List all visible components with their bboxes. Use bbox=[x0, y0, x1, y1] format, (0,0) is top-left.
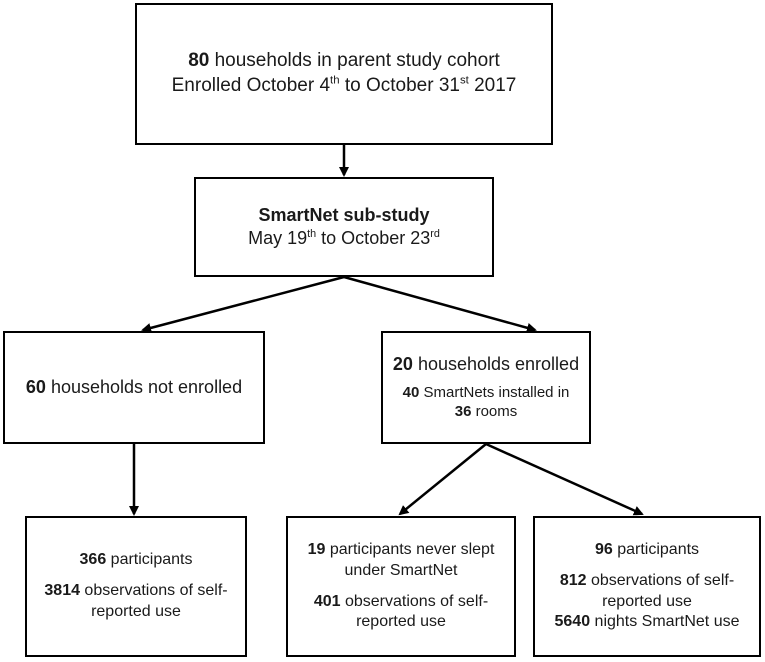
arrow-substudy-to-not-enrolled bbox=[141, 275, 345, 333]
enrolled-nets: 40 SmartNets installed in bbox=[402, 383, 570, 401]
arrow-enrolled-to-mid-result bbox=[398, 443, 487, 516]
mid-participants-cont: under SmartNet bbox=[344, 561, 458, 579]
mid-observations: 401 observations of self- bbox=[313, 592, 489, 610]
left-participants: 366 participants bbox=[79, 551, 193, 569]
right-result-box: 96 participants 812 observations of self… bbox=[533, 516, 761, 657]
mid-observations-cont: reported use bbox=[356, 613, 446, 631]
parent-enrollment-dates: Enrolled October 4th to October 31st 201… bbox=[171, 74, 517, 96]
mid-participants: 19 participants never slept bbox=[307, 540, 495, 558]
parent-cohort-line1: 80 households in parent study cohort bbox=[188, 49, 500, 74]
enrolled-households: 20 households enrolled bbox=[392, 354, 580, 375]
right-nights: 5640 nights SmartNet use bbox=[554, 613, 740, 631]
enrolled-box: 20 households enrolled 40 SmartNets inst… bbox=[381, 331, 591, 444]
right-observations: 812 observations of self- bbox=[559, 571, 735, 589]
not-enrolled-text: 60 households not enrolled bbox=[25, 376, 243, 397]
substudy-title: SmartNet sub-study bbox=[258, 204, 430, 225]
substudy-box: SmartNet sub-study May 19th to October 2… bbox=[194, 177, 494, 277]
substudy-dates: May 19th to October 23rd bbox=[248, 228, 440, 248]
arrow-enrolled-to-right-result bbox=[485, 442, 644, 516]
enrolled-rooms: 36 rooms bbox=[454, 403, 518, 421]
parent-cohort-text: households in parent study cohort bbox=[214, 50, 500, 72]
left-observations: 3814 observations of self- bbox=[44, 582, 228, 600]
arrow-substudy-to-enrolled bbox=[343, 275, 537, 333]
right-observations-cont: reported use bbox=[602, 592, 692, 610]
left-observations-cont: reported use bbox=[91, 602, 181, 620]
right-participants: 96 participants bbox=[594, 540, 700, 558]
mid-result-box: 19 participants never slept under SmartN… bbox=[286, 516, 516, 657]
left-result-box: 366 participants 3814 observations of se… bbox=[25, 516, 247, 657]
parent-household-count: 80 bbox=[188, 50, 210, 72]
parent-cohort-box: 80 households in parent study cohort Enr… bbox=[135, 3, 553, 145]
not-enrolled-box: 60 households not enrolled bbox=[3, 331, 265, 444]
